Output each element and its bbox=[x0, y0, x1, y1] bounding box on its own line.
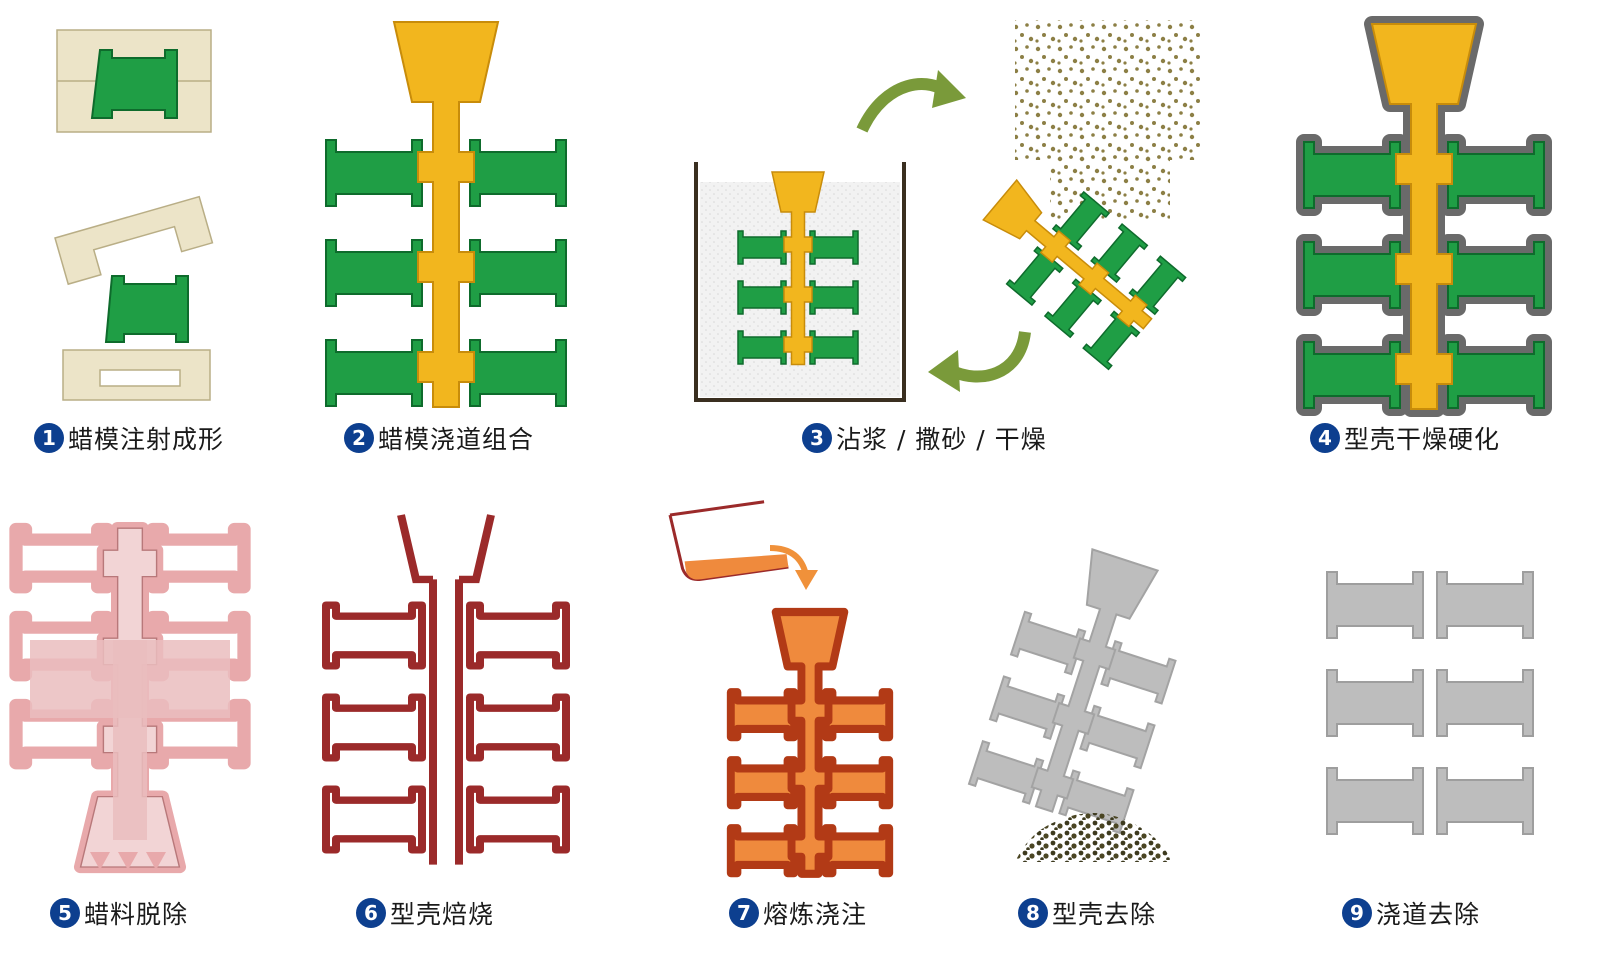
step9-illustration bbox=[1326, 571, 1534, 835]
step-title: 蜡模注射成形 bbox=[68, 425, 225, 454]
step-number-badge: 8 bbox=[1018, 898, 1048, 928]
step-label-9: 9 浇道去除 bbox=[1342, 895, 1480, 931]
step-title: 熔炼浇注 bbox=[763, 900, 868, 929]
step-title: 浇道去除 bbox=[1376, 900, 1481, 929]
step7-illustration bbox=[668, 500, 889, 874]
step-number-badge: 3 bbox=[802, 423, 832, 453]
step-number-badge: 5 bbox=[50, 898, 80, 928]
step1-illustration bbox=[54, 29, 214, 401]
step6-illustration bbox=[326, 514, 566, 865]
step-label-7: 7 熔炼浇注 bbox=[729, 895, 867, 931]
sand-cloud bbox=[1015, 20, 1200, 220]
step-number-badge: 2 bbox=[344, 423, 374, 453]
step-title: 蜡料脱除 bbox=[84, 900, 189, 929]
drip-arrows bbox=[90, 852, 166, 870]
step-number-badge: 4 bbox=[1310, 423, 1340, 453]
step4-illustration bbox=[1304, 24, 1544, 409]
step-title: 沾浆 / 撒砂 / 干燥 bbox=[836, 425, 1047, 454]
step-title: 型壳干燥硬化 bbox=[1344, 425, 1501, 454]
step-label-6: 6 型壳焙烧 bbox=[356, 895, 494, 931]
step-label-5: 5 蜡料脱除 bbox=[50, 895, 188, 931]
step-title: 型壳去除 bbox=[1052, 900, 1157, 929]
step-title: 蜡模浇道组合 bbox=[378, 425, 535, 454]
step-number-badge: 6 bbox=[356, 898, 386, 928]
step-title: 型壳焙烧 bbox=[390, 900, 495, 929]
step8-illustration bbox=[969, 548, 1201, 862]
step2-illustration bbox=[326, 21, 566, 408]
step-label-1: 1 蜡模注射成形 bbox=[34, 420, 224, 456]
step-label-2: 2 蜡模浇道组合 bbox=[344, 420, 534, 456]
step-label-8: 8 型壳去除 bbox=[1018, 895, 1156, 931]
step3-illustration bbox=[694, 20, 1200, 402]
step-label-4: 4 型壳干燥硬化 bbox=[1310, 420, 1500, 456]
step-number-badge: 9 bbox=[1342, 898, 1372, 928]
step-label-3: 3 沾浆 / 撒砂 / 干燥 bbox=[802, 420, 1047, 456]
step-number-badge: 1 bbox=[34, 423, 64, 453]
step-number-badge: 7 bbox=[729, 898, 759, 928]
